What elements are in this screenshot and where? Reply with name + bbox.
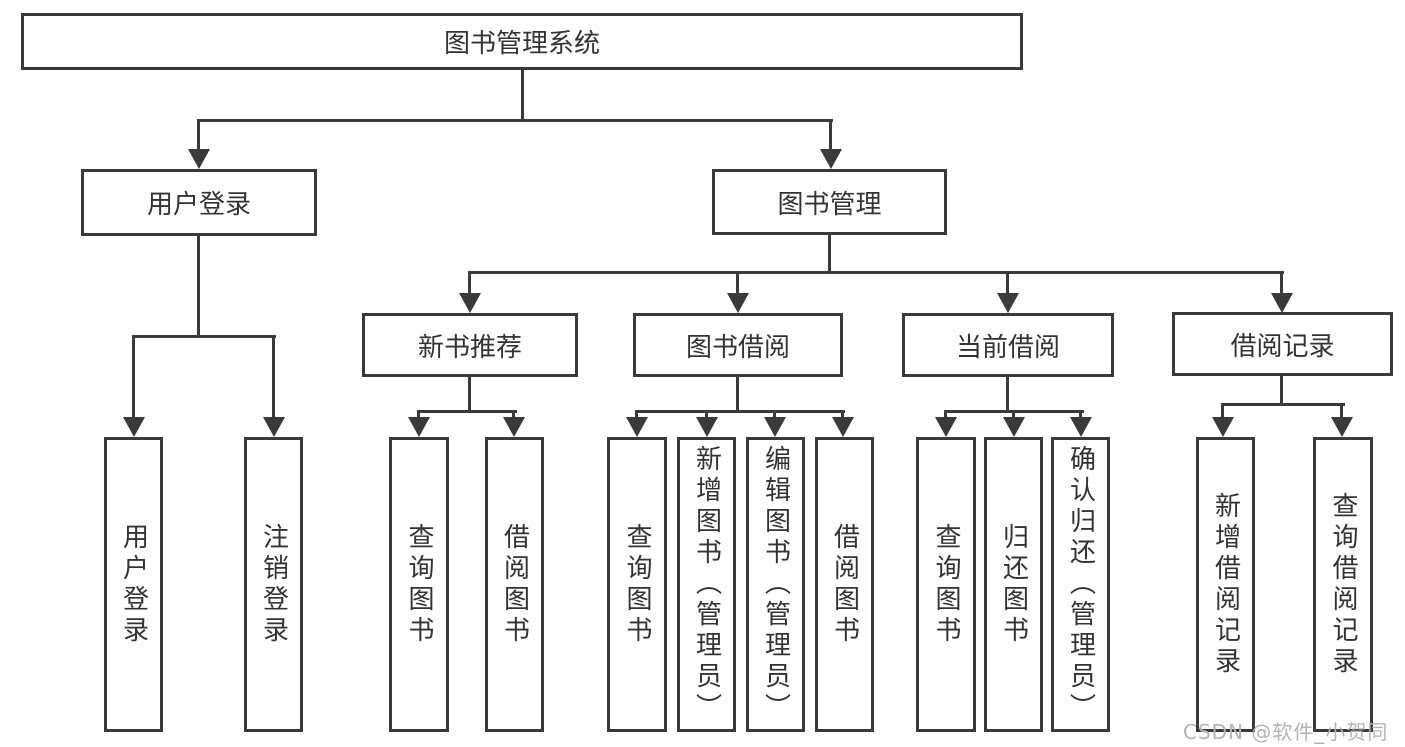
leaf-borrow-books-borrowing-label: 借阅图书: [829, 522, 860, 647]
connector-line: [417, 410, 420, 419]
connector-line: [197, 119, 833, 122]
arrowhead-down: [188, 149, 210, 169]
node-book-management: 图书管理: [712, 169, 947, 235]
connector-line: [1221, 403, 1345, 406]
arrowhead-down: [696, 417, 718, 437]
arrowhead-down: [727, 293, 749, 313]
connector-line: [197, 235, 200, 335]
leaf-borrow-books-borrowing: 借阅图书: [815, 437, 874, 732]
node-new-book-recommend-label: 新书推荐: [417, 332, 522, 363]
connector-line: [841, 410, 844, 419]
connector-line: [1280, 271, 1283, 295]
connector-line: [736, 377, 739, 412]
watermark: CSDN @软件_小贺同学: [1183, 720, 1389, 744]
connector-line: [132, 335, 135, 419]
node-book-borrowing-label: 图书借阅: [685, 332, 790, 363]
node-borrowing-records: 借阅记录: [1172, 312, 1393, 376]
arrowhead-down: [1070, 417, 1092, 437]
arrowhead-down: [626, 417, 648, 437]
leaf-user-login: 用户登录: [104, 437, 163, 732]
node-current-borrowing: 当前借阅: [902, 313, 1114, 377]
arrowhead-down: [1331, 417, 1353, 437]
connector-line: [1079, 410, 1082, 419]
node-book-borrowing: 图书借阅: [633, 313, 843, 377]
leaf-query-books-borrowing-label: 查询图书: [622, 522, 652, 647]
connector-line: [521, 69, 524, 119]
connector-line: [417, 410, 517, 413]
arrowhead-down: [503, 417, 525, 437]
leaf-add-book-admin: 新增图书（管理员）: [677, 437, 736, 732]
connector-line: [944, 410, 947, 419]
leaf-confirm-return-admin-label: 确认归还（管理员）: [1065, 445, 1096, 724]
arrowhead-down: [1271, 293, 1293, 313]
connector-line: [829, 119, 832, 151]
node-current-borrowing-label: 当前借阅: [955, 332, 1060, 363]
leaf-edit-book-admin: 编辑图书（管理员）: [746, 437, 805, 732]
arrowhead-down: [1003, 417, 1025, 437]
leaf-logout-login: 注销登录: [244, 437, 303, 732]
connector-line: [736, 271, 739, 295]
leaf-query-books-current: 查询图书: [916, 437, 976, 732]
connector-line: [1340, 403, 1343, 419]
leaf-logout-login-label: 注销登录: [258, 522, 289, 647]
connector-line: [635, 410, 845, 413]
leaf-borrow-books-recommend-label: 借阅图书: [499, 522, 530, 647]
leaf-add-borrow-record: 新增借阅记录: [1196, 437, 1255, 732]
connector-line: [705, 410, 708, 419]
leaf-confirm-return-admin: 确认归还（管理员）: [1051, 437, 1110, 732]
leaf-query-borrow-record: 查询借阅记录: [1313, 437, 1373, 732]
node-borrowing-records-label: 借阅记录: [1230, 331, 1335, 362]
arrowhead-down: [1212, 417, 1234, 437]
node-user-login: 用户登录: [81, 169, 317, 236]
arrowhead-down: [820, 149, 842, 169]
arrowhead-down: [832, 417, 854, 437]
node-root-label: 图书管理系统: [443, 29, 600, 59]
node-new-book-recommend: 新书推荐: [362, 313, 578, 377]
connector-line: [773, 410, 776, 419]
leaf-borrow-books-recommend: 借阅图书: [485, 437, 544, 732]
connector-line: [132, 335, 276, 338]
connector-line: [828, 234, 831, 274]
connector-line: [1006, 377, 1009, 412]
arrowhead-down: [263, 417, 285, 437]
leaf-query-books-recommend-label: 查询图书: [404, 522, 434, 647]
node-book-management-label: 图书管理: [777, 189, 882, 220]
arrowhead-down: [459, 293, 481, 313]
arrowhead-down: [123, 417, 145, 437]
leaf-return-books-label: 归还图书: [998, 522, 1029, 647]
leaf-query-borrow-record-label: 查询借阅记录: [1328, 491, 1358, 678]
leaf-add-borrow-record-label: 新增借阅记录: [1210, 491, 1241, 678]
connector-line: [468, 377, 471, 412]
node-user-login-label: 用户登录: [146, 190, 251, 220]
connector-line: [468, 271, 1284, 274]
connector-line: [512, 410, 515, 419]
connector-line: [635, 410, 638, 419]
leaf-user-login-label: 用户登录: [118, 522, 149, 647]
arrowhead-down: [935, 417, 957, 437]
connector-line: [1221, 403, 1224, 419]
connector-line: [468, 271, 471, 295]
arrowhead-down: [997, 293, 1019, 313]
connector-line: [1006, 271, 1009, 295]
connector-line: [1012, 410, 1015, 419]
connector-line: [272, 335, 275, 419]
connector-line: [1280, 376, 1283, 405]
leaf-return-books: 归还图书: [984, 437, 1043, 732]
arrowhead-down: [408, 417, 430, 437]
leaf-query-books-recommend: 查询图书: [389, 437, 449, 732]
leaf-add-book-admin-label: 新增图书（管理员）: [691, 445, 722, 724]
node-root: 图书管理系统: [21, 13, 1023, 70]
leaf-edit-book-admin-label: 编辑图书（管理员）: [760, 445, 791, 724]
leaf-query-books-borrowing: 查询图书: [607, 437, 667, 732]
connector-line: [197, 119, 200, 151]
leaf-query-books-current-label: 查询图书: [931, 522, 961, 647]
arrowhead-down: [764, 417, 786, 437]
